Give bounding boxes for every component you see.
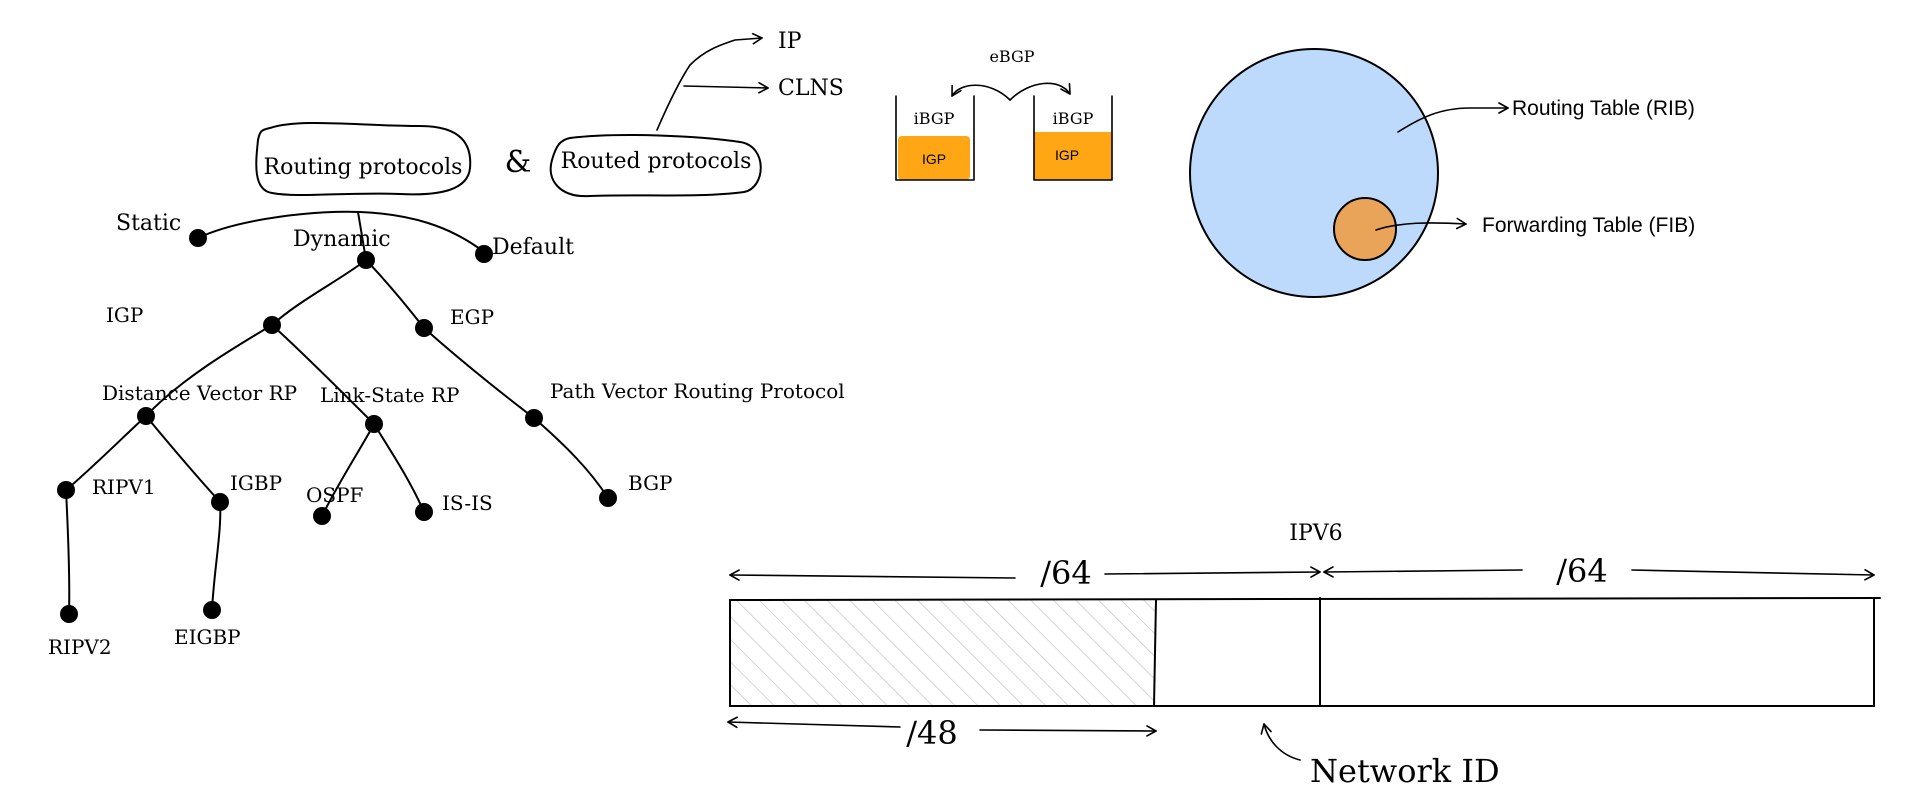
bgp-label: BGP (628, 471, 673, 495)
bgp-node (599, 489, 617, 507)
igbp-node (211, 493, 229, 511)
ripv2-node (60, 605, 78, 623)
isis-node (415, 503, 433, 521)
ibgp-right-label: iBGP (1053, 109, 1094, 128)
igbp-label: IGBP (230, 471, 282, 495)
routing-protocols-bubble (255, 121, 472, 197)
bgp-diagram: eBGP iBGP IGP iBGP IGP (895, 47, 1113, 181)
distance-vector-node (137, 407, 155, 425)
fib-circle (1333, 197, 1397, 261)
rib-fib-diagram: Routing Table (RIB) Forwarding Table (FI… (1189, 48, 1695, 298)
routing-protocols-tree: Routing protocols & Routed protocols IP … (48, 29, 845, 659)
left-64-label: /64 (1040, 554, 1092, 592)
ipv6-diagram: IPV6 /64 /64 /48 Network ID (727, 521, 1881, 790)
path-vector-node (525, 409, 543, 427)
routed-protocols-bubble (549, 134, 762, 198)
static-node (189, 229, 207, 247)
routed-ip-label: IP (778, 29, 802, 54)
igp-box-right (1034, 132, 1112, 180)
egp-label: EGP (450, 305, 494, 329)
static-label: Static (116, 211, 181, 236)
igp-right-label: IGP (1055, 147, 1079, 163)
ibgp-left-label: iBGP (914, 109, 955, 128)
ospf-label: OSPF (306, 483, 364, 507)
routing-protocols-label: Routing protocols (264, 155, 463, 180)
right-64-label: /64 (1556, 552, 1608, 590)
path-vector-label: Path Vector Routing Protocol (550, 379, 845, 403)
ampersand: & (505, 145, 532, 180)
dynamic-node (357, 251, 375, 269)
egp-node (415, 319, 433, 337)
network-id-label: Network ID (1310, 752, 1500, 790)
ebgp-label: eBGP (989, 47, 1034, 66)
prefix-48-label: /48 (906, 714, 958, 752)
igp-node (263, 316, 281, 334)
ripv1-node (57, 481, 75, 499)
isis-label: IS-IS (442, 491, 493, 515)
prefix-48-segment (730, 600, 1156, 706)
default-label: Default (492, 235, 574, 260)
link-state-node (365, 415, 383, 433)
igp-box-left (898, 136, 970, 180)
eigbp-node (203, 601, 221, 619)
link-state-label: Link-State RP (320, 383, 460, 407)
ripv2-label: RIPV2 (48, 635, 112, 659)
default-node (475, 245, 493, 263)
igp-left-label: IGP (922, 151, 946, 167)
igp-label: IGP (106, 303, 143, 327)
distance-vector-label: Distance Vector RP (102, 381, 297, 405)
rib-label: Routing Table (RIB) (1512, 97, 1695, 120)
rib-circle (1189, 48, 1439, 298)
fib-label: Forwarding Table (FIB) (1482, 214, 1695, 237)
ipv6-title: IPV6 (1289, 521, 1342, 546)
routed-clns-label: CLNS (778, 76, 844, 101)
routed-protocols-label: Routed protocols (561, 149, 752, 174)
dynamic-label: Dynamic (293, 227, 391, 252)
eigbp-label: EIGBP (174, 625, 241, 649)
ripv1-label: RIPV1 (92, 475, 156, 499)
ospf-node (313, 507, 331, 525)
